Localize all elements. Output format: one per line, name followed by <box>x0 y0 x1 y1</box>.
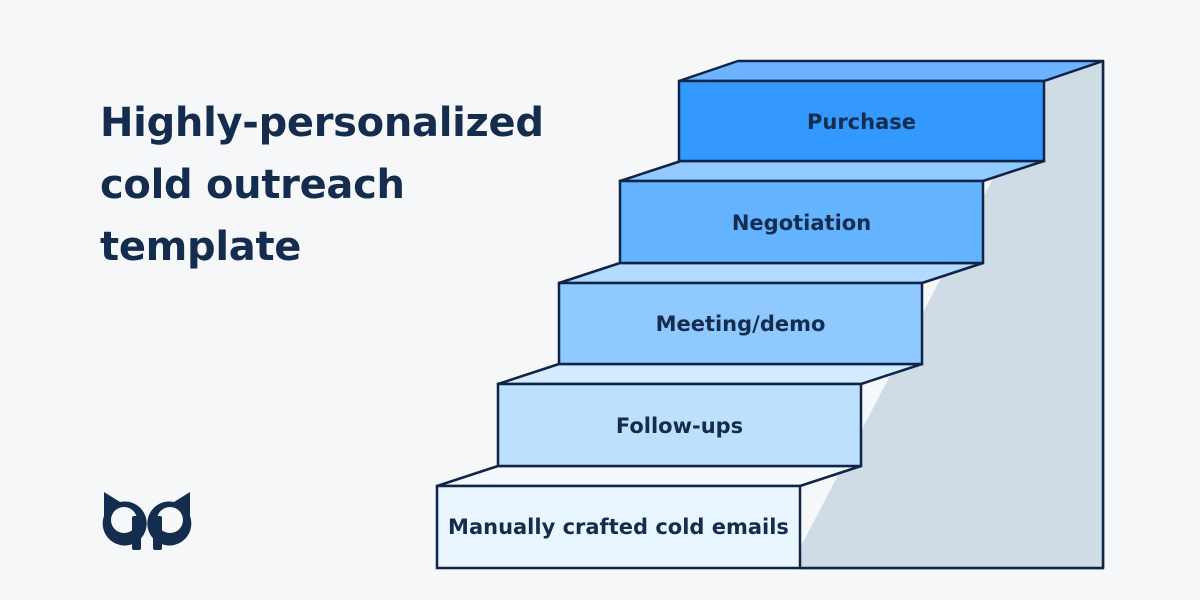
step-label: Negotiation <box>732 211 871 235</box>
title-line-3: template <box>100 224 302 270</box>
step-top-face <box>677 59 1105 83</box>
step-label: Meeting/demo <box>656 312 826 336</box>
step-manually-crafted-cold-emails: Manually crafted cold emails <box>435 464 863 570</box>
page-title: Highly-personalized cold outreach templa… <box>100 92 580 278</box>
step-label: Purchase <box>807 110 916 134</box>
step-label: Follow-ups <box>616 414 743 438</box>
step-purchase: Purchase <box>677 59 1105 163</box>
step-meeting-demo: Meeting/demo <box>557 261 985 366</box>
step-front-face <box>435 484 802 570</box>
step-front-face <box>677 79 1046 163</box>
step-follow-ups: Follow-ups <box>496 362 924 468</box>
step-top-face <box>618 159 1046 183</box>
step-front-face <box>618 179 985 265</box>
step-front-face <box>496 382 863 468</box>
step-front-face <box>557 281 924 366</box>
title-line-2: cold outreach <box>100 162 405 208</box>
staircase-wall-fill <box>800 61 1103 568</box>
owl-eyes-logo-icon <box>102 492 192 550</box>
title-line-1: Highly-personalized <box>100 100 544 146</box>
step-top-face <box>557 261 985 285</box>
step-top-face <box>435 464 863 488</box>
step-top-face <box>496 362 924 386</box>
step-label: Manually crafted cold emails <box>448 515 789 539</box>
step-negotiation: Negotiation <box>618 159 1046 265</box>
